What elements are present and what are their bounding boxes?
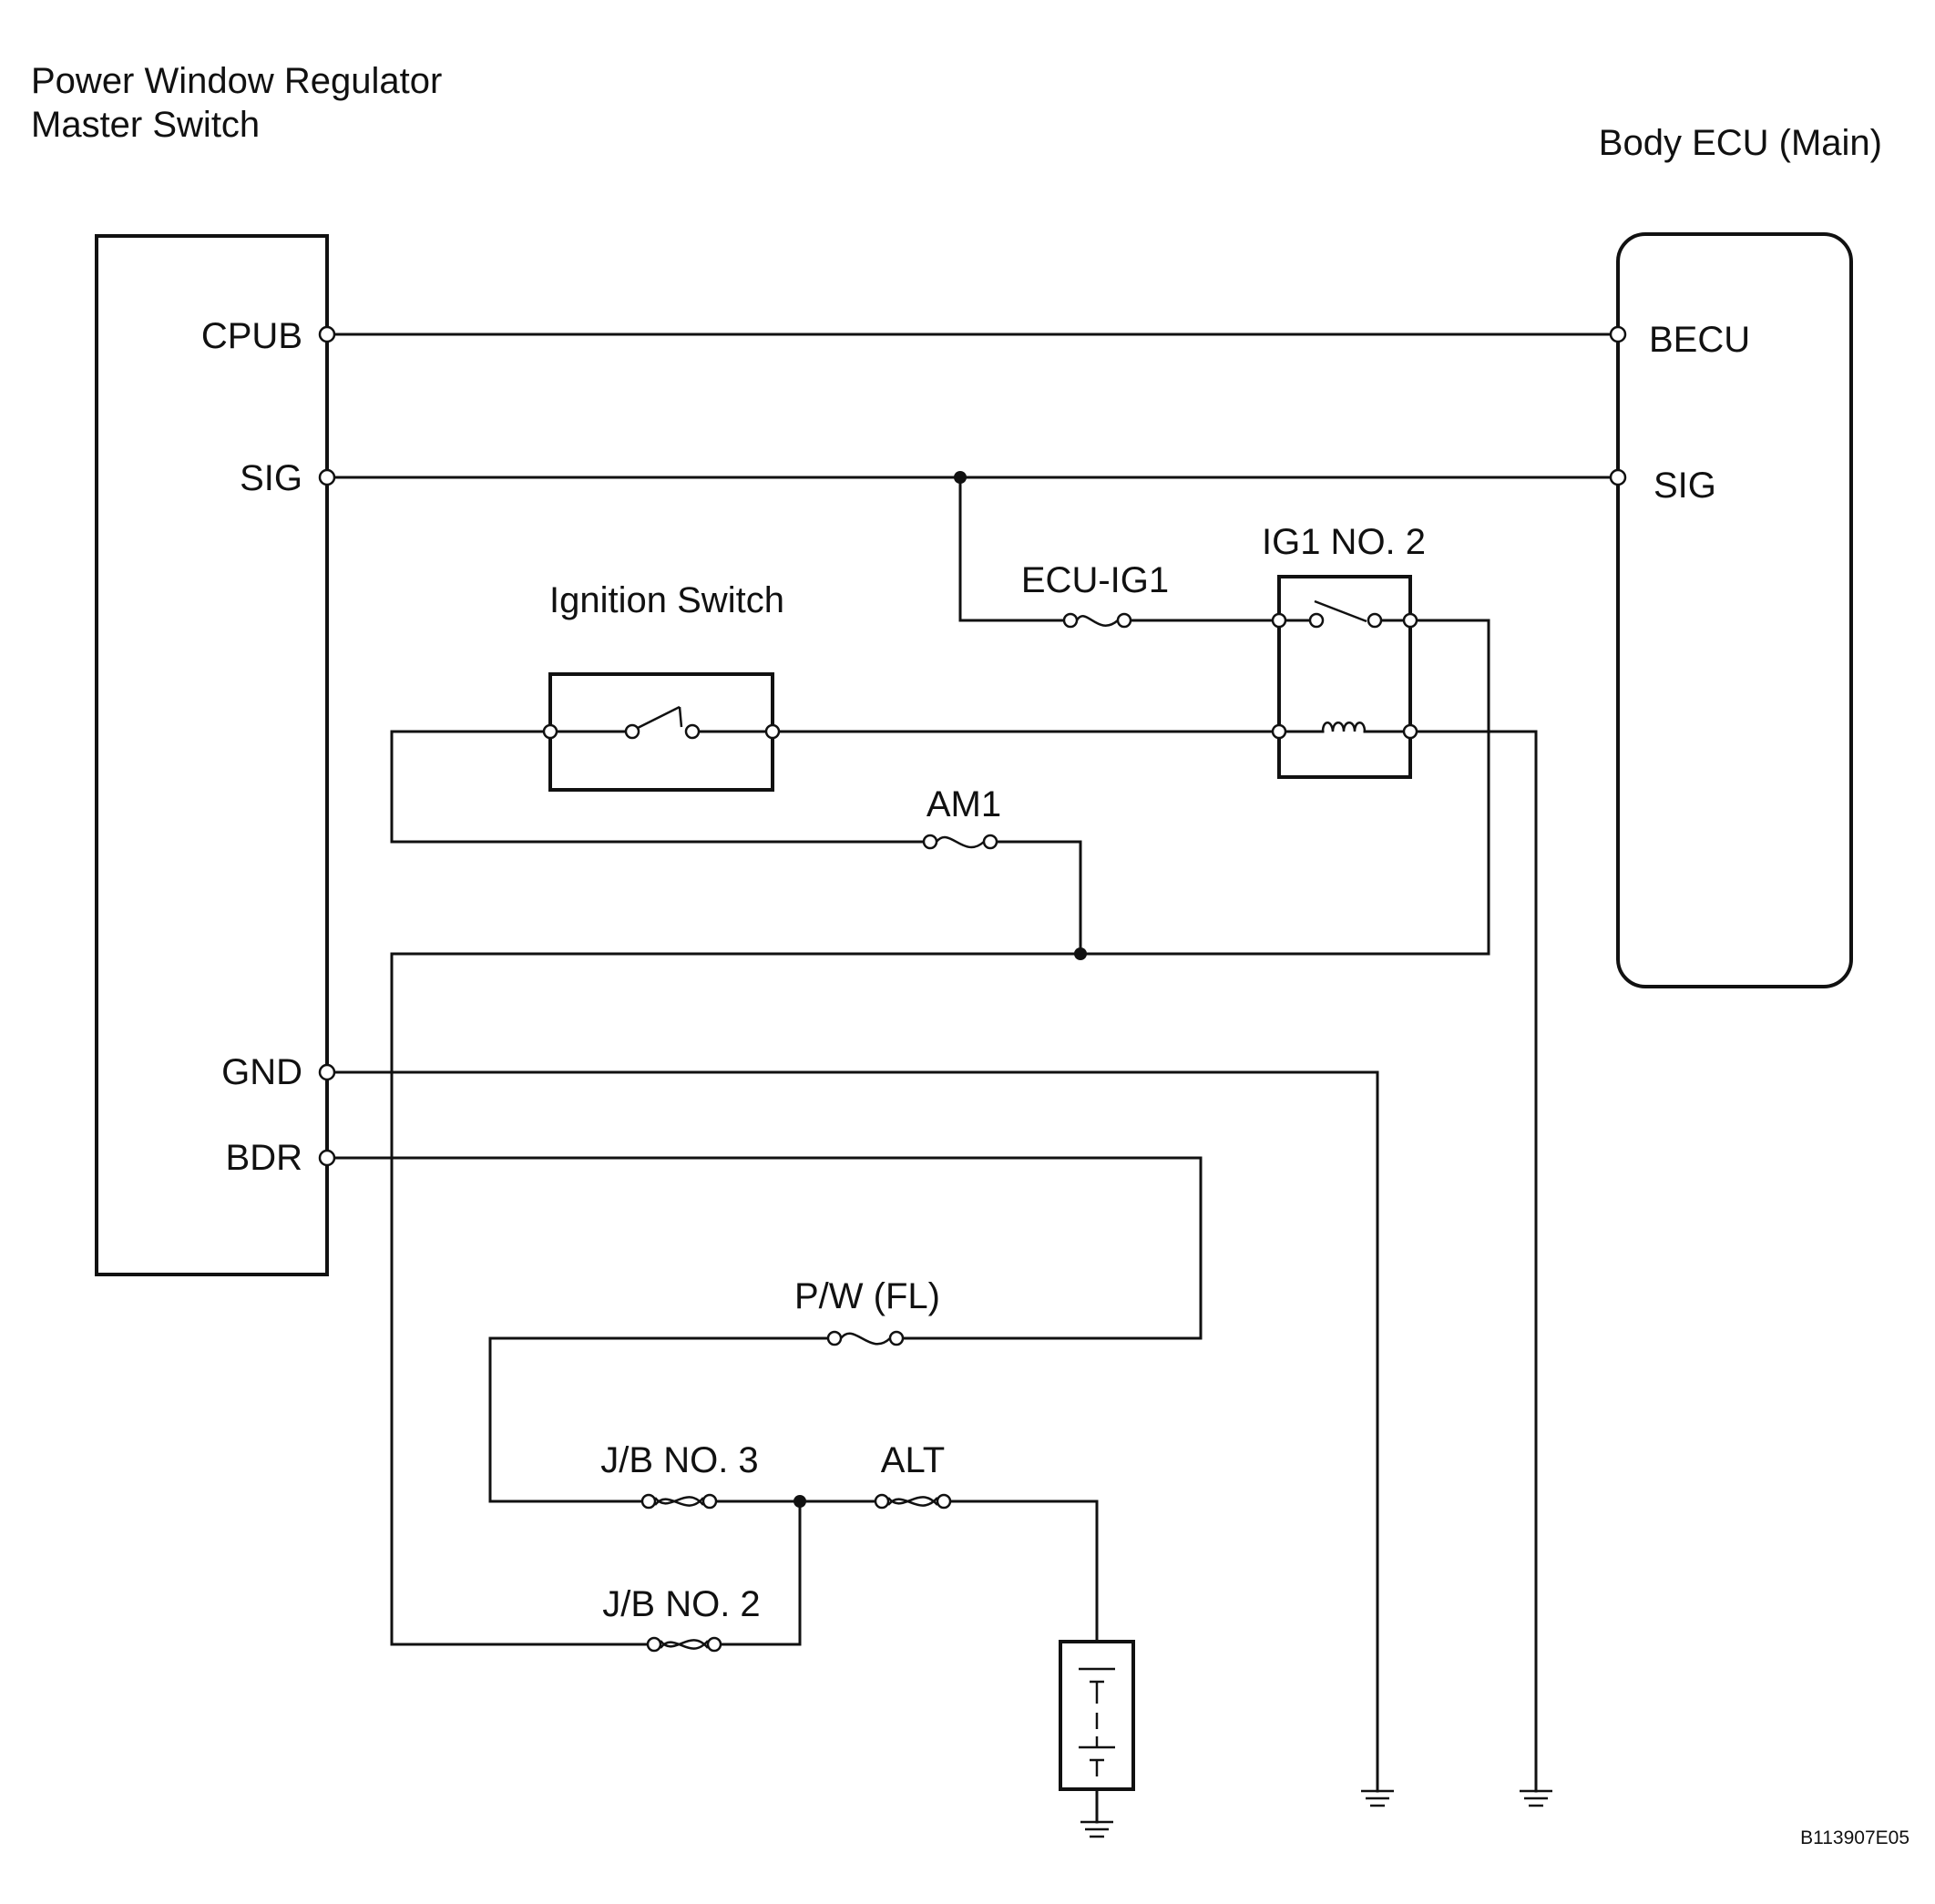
terminal-sig-ecu [1609, 468, 1627, 486]
pin-label-becu: BECU [1649, 320, 1750, 360]
pin-label-sig-ecu: SIG [1653, 466, 1716, 506]
pin-label-cpub: CPUB [201, 316, 302, 356]
battery-icon [1059, 1640, 1135, 1791]
fuse-ecu-ig1-label: ECU-IG1 [1021, 560, 1169, 600]
wire-relay-coil-ground [1414, 730, 1538, 1793]
fuse-am1 [922, 834, 998, 850]
wire-fusible-links [714, 1500, 1099, 1824]
master-switch-title-line2: Master Switch [31, 105, 260, 145]
ig1-no2-relay [1271, 575, 1418, 779]
junction-sig [954, 471, 967, 484]
master-switch-title: Power Window Regulator [31, 61, 442, 101]
terminal-cpub [318, 325, 336, 343]
body-ecu-box [1616, 232, 1853, 988]
fuse-pw-fl-label: P/W (FL) [794, 1276, 940, 1316]
figure-code: B113907E05 [1800, 1827, 1909, 1848]
fuse-alt-label: ALT [881, 1440, 945, 1480]
wire-relay-contact-out [390, 619, 1490, 1646]
ignition-switch [542, 672, 781, 792]
master-switch-box [95, 234, 329, 1276]
ground-icon-relay [1520, 1789, 1552, 1807]
ground-icon-gnd [1361, 1789, 1394, 1807]
fuse-pw-fl [826, 1330, 905, 1346]
fuse-jb-no3 [640, 1493, 718, 1510]
ignition-switch-label: Ignition Switch [549, 580, 784, 620]
fuse-ecu-ig1 [1062, 612, 1132, 629]
wire-bdr [331, 1156, 1203, 1503]
fuse-jb-no2-label: J/B NO. 2 [602, 1584, 760, 1624]
ground-icon-battery [1080, 1820, 1113, 1838]
fuse-alt [874, 1493, 952, 1510]
fuse-jb-no2 [646, 1636, 722, 1653]
terminal-becu [1609, 325, 1627, 343]
pin-label-gnd: GND [221, 1052, 302, 1092]
junction-jb [793, 1495, 806, 1508]
wire-ignition-loop [390, 730, 1082, 956]
junction-am1 [1074, 947, 1087, 960]
body-ecu-title: Body ECU (Main) [1599, 123, 1882, 163]
terminal-gnd [318, 1063, 336, 1081]
fuse-am1-label: AM1 [927, 784, 1001, 824]
relay-label: IG1 NO. 2 [1262, 522, 1426, 562]
wire-sig [331, 476, 1616, 622]
terminal-sig-master [318, 468, 336, 486]
terminal-bdr [318, 1149, 336, 1167]
fuse-jb-no3-label: J/B NO. 3 [600, 1440, 758, 1480]
pin-label-bdr: BDR [226, 1138, 302, 1178]
wire-gnd [331, 1070, 1379, 1793]
pin-label-sig-master: SIG [240, 458, 302, 498]
